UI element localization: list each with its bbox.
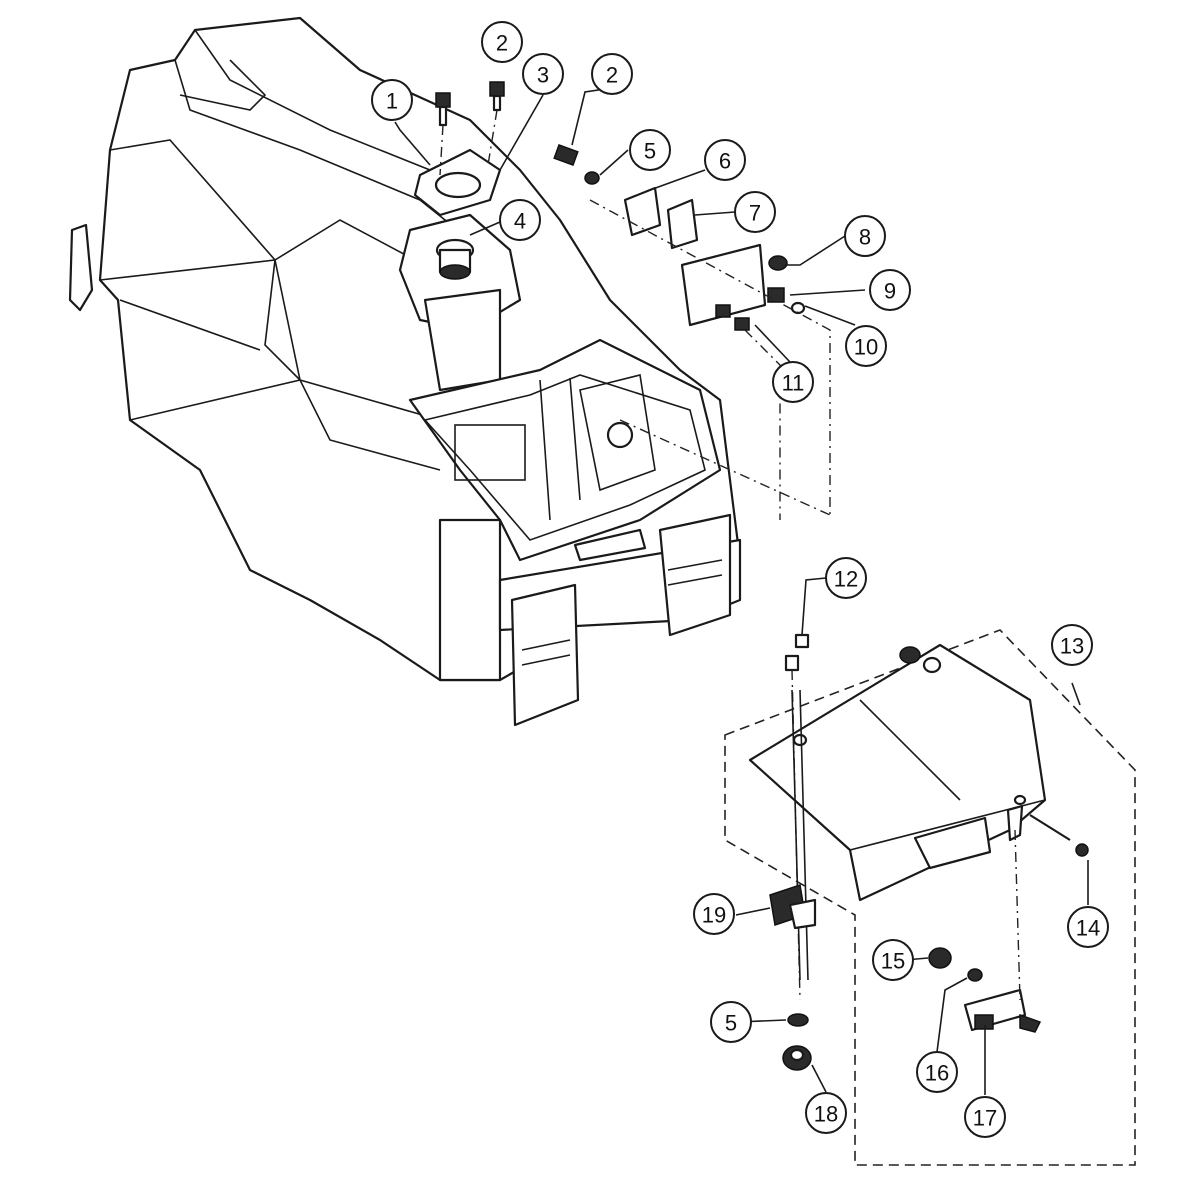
callout-3: 3 (522, 53, 564, 95)
svg-text:11: 11 (782, 371, 805, 396)
svg-text:2: 2 (606, 63, 618, 88)
svg-text:16: 16 (925, 1061, 949, 1086)
svg-text:5: 5 (644, 139, 656, 164)
svg-text:14: 14 (1076, 916, 1100, 941)
callout-19: 19 (693, 893, 735, 935)
callout-2-top: 2 (481, 21, 523, 63)
callout-5-top: 5 (629, 129, 671, 171)
long-bolt-rod (784, 633, 810, 1001)
cover-box (724, 629, 1136, 1166)
callout-6: 6 (704, 139, 746, 181)
svg-text:1: 1 (386, 89, 398, 114)
callout-4: 4 (499, 199, 541, 241)
svg-text:10: 10 (854, 335, 878, 360)
callout-17: 17 (964, 1096, 1006, 1138)
latch-bracket (769, 884, 817, 930)
svg-text:5: 5 (725, 1011, 737, 1036)
top-bolts (435, 81, 505, 176)
svg-text:4: 4 (514, 209, 526, 234)
svg-text:6: 6 (719, 149, 731, 174)
filler-cap-assembly (413, 148, 502, 280)
callout-15: 15 (872, 939, 914, 981)
callout-14: 14 (1067, 906, 1109, 948)
callout-1: 1 (371, 79, 413, 121)
callout-2-right: 2 (591, 53, 633, 95)
callout-9: 9 (869, 269, 911, 311)
callout-7: 7 (734, 191, 776, 233)
callout-12: 12 (825, 557, 867, 599)
callout-8: 8 (844, 215, 886, 257)
svg-text:17: 17 (973, 1106, 997, 1131)
main-body-shell (68, 16, 742, 727)
svg-text:18: 18 (814, 1102, 838, 1127)
svg-text:2: 2 (496, 31, 508, 56)
svg-text:3: 3 (537, 63, 549, 88)
svg-text:15: 15 (881, 949, 905, 974)
svg-text:8: 8 (859, 225, 871, 250)
callout-13: 13 (1051, 624, 1093, 666)
svg-text:13: 13 (1060, 634, 1084, 659)
callout-10: 10 (845, 325, 887, 367)
svg-text:7: 7 (749, 201, 761, 226)
svg-text:12: 12 (834, 567, 858, 592)
callout-16: 16 (916, 1051, 958, 1093)
callout-5-bottom: 5 (710, 1001, 752, 1043)
latch-hardware (928, 829, 1042, 1033)
callout-18: 18 (805, 1092, 847, 1134)
svg-text:9: 9 (884, 279, 896, 304)
lower-washer-nut (782, 1013, 812, 1071)
callout-11: 11 (772, 361, 814, 403)
bracket-hardware (553, 144, 831, 520)
svg-text:19: 19 (702, 903, 726, 928)
callout-bubbles: 1 2 3 2 5 6 4 7 8 9 10 11 12 13 14 19 15… (371, 21, 1109, 1138)
